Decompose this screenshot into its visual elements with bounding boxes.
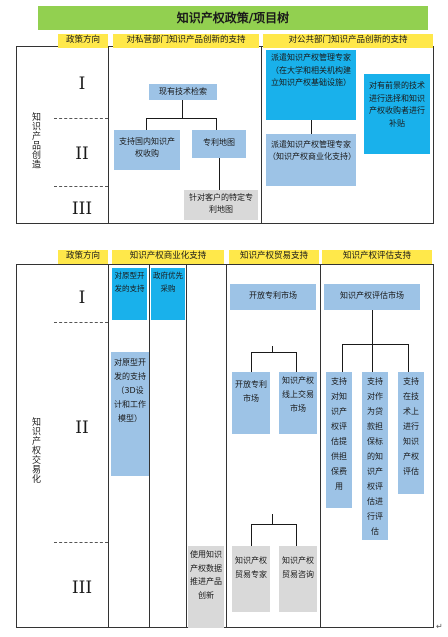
top-header-public: 对公共部门知识产品创新的支持 — [263, 34, 433, 48]
connector — [296, 352, 297, 372]
connector — [182, 100, 183, 118]
node-open-patent-market: 开放专利市场 — [230, 284, 316, 310]
top-level-separator-2 — [54, 186, 108, 187]
connector — [372, 310, 373, 344]
top-side-label: 知识产品创造 — [30, 111, 40, 169]
top-level-2: II — [75, 144, 89, 164]
connector — [311, 120, 312, 134]
connector — [251, 352, 252, 372]
node-ip-online-trade-market: 知识产权线上交易市场 — [279, 372, 317, 434]
bottom-divider-4 — [149, 264, 150, 628]
page-title: 知识产权政策/项目树 — [38, 6, 428, 30]
node-dispatch-experts-commercial: 派遣知识产权管理专家（知识产权商业化支持） — [266, 134, 356, 186]
node-open-patent-market-2: 开放专利市场 — [232, 372, 270, 434]
connector — [219, 158, 220, 190]
bottom-side-label: 知识产权交易化 — [30, 416, 40, 484]
node-ip-data-innovation: 使用知识产权数据推进产品创新 — [188, 546, 224, 628]
bottom-level-1: I — [78, 288, 86, 308]
connector — [408, 344, 409, 372]
node-prototype-dev-support-1: 对原型开发的支持 — [112, 268, 147, 320]
connector — [296, 524, 297, 546]
return-mark: ↵ — [436, 622, 443, 631]
node-subsidy-tech-selection: 对有前景的技术进行选择和知识产权收购者进行补贴 — [364, 74, 430, 154]
bottom-level-3: III — [71, 578, 93, 598]
bottom-divider-1 — [108, 264, 109, 628]
node-patent-map: 专利地图 — [192, 130, 246, 158]
node-existing-tech-search: 现有技术检索 — [149, 84, 217, 100]
node-support-tech-eval: 支持在技术上进行知识产权评估 — [398, 372, 424, 494]
connector — [146, 118, 147, 130]
top-level-separator-1 — [54, 118, 108, 119]
connector — [216, 118, 217, 130]
bottom-level-2: II — [75, 418, 89, 438]
node-ip-trade-consulting: 知识产权贸易咨询 — [279, 546, 317, 612]
bottom-header-policy: 政策方向 — [58, 250, 108, 264]
connector — [272, 514, 273, 524]
top-divider-mid — [261, 46, 262, 224]
bottom-level-separator-1 — [54, 322, 108, 323]
top-level-1: I — [78, 74, 86, 94]
bottom-divider-5 — [186, 264, 187, 628]
connector — [251, 524, 252, 546]
connector — [272, 346, 273, 352]
bottom-level-separator-2 — [54, 542, 108, 543]
bottom-section-frame — [16, 264, 434, 628]
node-gov-procurement: 政府优先采购 — [151, 268, 185, 320]
node-support-loan-guarantee-eval: 支持对作为贷款担保标的知识产权评估进行评估 — [362, 372, 388, 540]
connector — [251, 524, 296, 525]
bottom-divider-2 — [226, 264, 227, 628]
top-header-private: 对私营部门知识产品创新的支持 — [113, 34, 259, 48]
bottom-header-commercialization: 知识产权商业化支持 — [112, 250, 224, 264]
connector — [342, 344, 343, 372]
connector — [342, 344, 408, 345]
connector — [251, 352, 296, 353]
bottom-header-trade: 知识产权贸易支持 — [229, 250, 319, 264]
node-support-ip-eval-cost: 支持对知识产权评估提供担保费用 — [326, 372, 352, 508]
node-custom-patent-map: 针对客户的特定专利地图 — [184, 190, 258, 220]
bottom-header-evaluation: 知识产权评估支持 — [322, 250, 432, 264]
node-domestic-ip-acquisition: 支持国内知识产权收购 — [114, 130, 180, 170]
node-ip-trade-expert: 知识产权贸易专家 — [232, 546, 270, 612]
node-dispatch-experts-university: 派遣知识产权管理专家（在大学和相关机构建立知识产权基础设施） — [266, 50, 356, 120]
top-header-policy: 政策方向 — [58, 34, 108, 48]
connector — [146, 118, 217, 119]
node-prototype-dev-support-2: 对原型开发的支持（3D设计和工作模型） — [111, 352, 149, 476]
top-level-3: III — [71, 199, 93, 219]
connector — [372, 344, 373, 372]
node-ip-eval-market: 知识产权评估市场 — [324, 284, 420, 310]
bottom-divider-3 — [320, 264, 321, 628]
top-divider-left — [108, 46, 109, 224]
